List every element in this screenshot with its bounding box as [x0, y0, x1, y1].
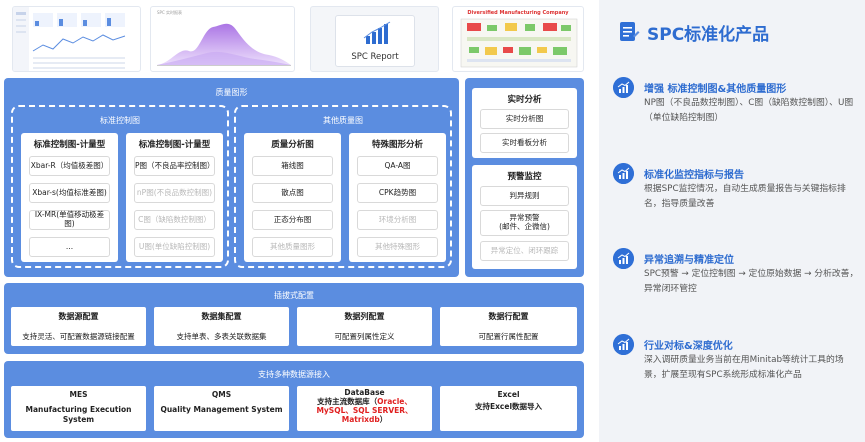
- dashboard-preview-icon: [13, 7, 126, 71]
- other-chart-title: 其他质量图: [323, 116, 363, 125]
- chart-item-u[interactable]: U图(单位缺陷控制图): [134, 237, 215, 257]
- counting-chart-column: 标准控制图-计量型 P图（不良品率控制图） nP图(不良品数控制图) C图（缺陷…: [126, 133, 223, 262]
- standard-chart-title: 标准控制图: [100, 116, 140, 125]
- product-panel: SPC标准化产品 增强 标准控制图&其他质量图形 NP图（不良品数控制图）、C图…: [599, 0, 865, 442]
- source-excel[interactable]: Excel 支持Excel数据导入: [440, 386, 577, 431]
- source-mes-name: MES: [69, 390, 88, 399]
- config-row-desc: 可配置行属性配置: [478, 332, 539, 341]
- chart-item-other-special[interactable]: 其他特殊图形: [357, 237, 438, 257]
- quality-graphs-panel: 质量图形 标准控制图 标准控制图-计量型 Xbar-R（均值极差图） Xbar-…: [4, 78, 459, 277]
- warning-item-locate[interactable]: 异常定位、闭环跟踪: [480, 241, 569, 261]
- config-column-title: 数据列配置: [344, 312, 385, 321]
- counting-column-title: 标准控制图-计量型: [138, 140, 211, 150]
- datasource-title: 支持多种数据源接入: [258, 370, 330, 379]
- metering-chart-column: 标准控制图-计量型 Xbar-R（均值极差图） Xbar-s(均值标准差图) I…: [21, 133, 118, 262]
- feature-desc: 根据SPC监控情况，自动生成质量报告与关键指标排名，指导质量改善: [644, 184, 846, 209]
- config-row[interactable]: 数据行配置 可配置行属性配置: [440, 307, 577, 346]
- feature-desc: NP图（不良品数控制图）、C图（缺陷数控制图）、U图（单位缺陷控制图）: [644, 98, 854, 123]
- config-row-title: 数据行配置: [488, 312, 529, 321]
- warning-title: 预警监控: [507, 172, 542, 182]
- source-qms[interactable]: QMS Quality Management System: [154, 386, 289, 431]
- chart-item-boxplot[interactable]: 箱线图: [252, 156, 333, 176]
- analysis-column-title: 质量分析图: [271, 140, 314, 150]
- warning-item-alert[interactable]: 异常预警 (邮件、企微信): [480, 210, 569, 236]
- thumbnail-caption: SPC 实时报表: [157, 10, 183, 15]
- source-db-name: DataBase: [344, 388, 385, 397]
- factory-layout-thumbnail: Diversified Manufacturing Company: [452, 6, 584, 72]
- config-panel: 插拔式配置 数据源配置 支持灵活、可配置数据源链接配置 数据集配置 支持单表、多…: [4, 283, 584, 354]
- source-db-desc: 支持主流数据库（Oracle、: [317, 397, 412, 406]
- config-datasource-title: 数据源配置: [58, 312, 99, 321]
- chart-item-np[interactable]: nP图(不良品数控制图): [134, 183, 215, 203]
- config-dataset[interactable]: 数据集配置 支持单表、多表关联数据集: [154, 307, 289, 346]
- chart-item-normal[interactable]: 正态分布图: [252, 210, 333, 230]
- chart-item-c[interactable]: C图（缺陷数控制图）: [134, 210, 215, 230]
- special-chart-column: 特殊图形分析 QA-A图 CPK趋势图 环境分析图 其他特殊图形: [349, 133, 446, 262]
- realtime-report-thumbnail: SPC 实时报表: [150, 6, 295, 72]
- config-datasource[interactable]: 数据源配置 支持灵活、可配置数据源链接配置: [11, 307, 146, 346]
- report-chart-icon: [363, 21, 391, 44]
- source-database[interactable]: DataBase 支持主流数据库（Oracle、 MySQL、SQL SERVE…: [297, 386, 432, 431]
- feature-title: 行业对标&深度优化: [644, 341, 733, 352]
- realtime-item-dashboard[interactable]: 实时看板分析: [480, 133, 569, 153]
- report-card: SPC Report: [335, 15, 415, 67]
- warning-monitor-box: 预警监控 判异规则 异常预警 (邮件、企微信) 异常定位、闭环跟踪: [472, 165, 577, 269]
- warning-item-rules[interactable]: 判异规则: [480, 186, 569, 206]
- feature-title: 异常追溯与精准定位: [644, 255, 734, 266]
- feature-desc: SPC预警 → 定位控制图 → 定位原始数据 → 分析改善，异常闭环管控: [644, 269, 859, 294]
- source-mes-full: Manufacturing Execution System: [25, 404, 132, 424]
- datasource-panel: 支持多种数据源接入 MES Manufacturing Execution Sy…: [4, 361, 584, 438]
- source-db-list-end: Matrixdb）: [341, 415, 388, 424]
- config-datasource-desc: 支持灵活、可配置数据源链接配置: [22, 332, 135, 341]
- source-mes[interactable]: MES Manufacturing Execution System: [11, 386, 146, 431]
- document-edit-icon: [620, 22, 640, 41]
- factory-title: Diversified Manufacturing Company: [467, 10, 569, 16]
- trend-chart-icon: [613, 334, 634, 355]
- realtime-analysis-box: 实时分析 实时分析图 实时看板分析: [472, 88, 577, 158]
- quality-graphs-title: 质量图形: [215, 88, 248, 97]
- realtime-item-chart[interactable]: 实时分析图: [480, 109, 569, 129]
- chart-item-more[interactable]: ...: [29, 237, 110, 257]
- config-column[interactable]: 数据列配置 可配置列属性定义: [297, 307, 432, 346]
- source-db-list: MySQL、SQL SERVER、: [316, 406, 413, 415]
- realtime-title: 实时分析: [507, 95, 542, 105]
- factory-map-icon: [460, 18, 578, 68]
- chart-item-other-quality[interactable]: 其他质量图形: [252, 237, 333, 257]
- chart-item-cpk[interactable]: CPK趋势图: [357, 183, 438, 203]
- spc-report-label: SPC Report: [351, 52, 399, 62]
- chart-item-qa-a[interactable]: QA-A图: [357, 156, 438, 176]
- dashboard-thumbnail: [12, 6, 141, 72]
- config-dataset-title: 数据集配置: [201, 312, 242, 321]
- source-qms-full: Quality Management System: [160, 404, 283, 414]
- chart-item-xbar-r[interactable]: Xbar-R（均值极差图）: [29, 156, 110, 176]
- trend-chart-icon: [613, 77, 634, 98]
- config-dataset-desc: 支持单表、多表关联数据集: [176, 332, 267, 341]
- area-chart-preview-icon: [157, 23, 291, 66]
- feature-desc: 深入调研质量业务当前在用Minitab等统计工具的场景，扩展至现有SPC系统形成…: [644, 355, 844, 380]
- source-excel-desc: 支持Excel数据导入: [474, 401, 543, 411]
- chart-item-xbar-s[interactable]: Xbar-s(均值标准差图): [29, 183, 110, 203]
- feature-title: 标准化监控指标与报告: [644, 170, 744, 181]
- chart-item-environment[interactable]: 环境分析图: [357, 210, 438, 230]
- chart-item-ix-mr[interactable]: IX-MR(单值移动极差图): [29, 210, 110, 230]
- realtime-panel: 实时分析 实时分析图 实时看板分析 预警监控 判异规则 异常预警 (邮件、企微信…: [465, 78, 584, 277]
- other-chart-group: 其他质量图 质量分析图 箱线图 散点图 正态分布图 其他质量图形 特殊图形分析 …: [234, 105, 452, 268]
- source-qms-name: QMS: [211, 390, 232, 399]
- metering-column-title: 标准控制图-计量型: [33, 140, 106, 150]
- trend-chart-icon: [613, 248, 634, 269]
- standard-chart-group: 标准控制图 标准控制图-计量型 Xbar-R（均值极差图） Xbar-s(均值标…: [11, 105, 229, 268]
- chart-item-p[interactable]: P图（不良品率控制图）: [134, 156, 215, 176]
- config-column-desc: 可配置列属性定义: [334, 332, 395, 341]
- trend-chart-icon: [613, 163, 634, 184]
- config-title: 插拔式配置: [274, 291, 314, 300]
- feature-title: 增强 标准控制图&其他质量图形: [644, 84, 787, 95]
- source-excel-name: Excel: [497, 390, 520, 399]
- chart-item-scatter[interactable]: 散点图: [252, 183, 333, 203]
- product-title: SPC标准化产品: [647, 25, 770, 45]
- analysis-chart-column: 质量分析图 箱线图 散点图 正态分布图 其他质量图形: [244, 133, 341, 262]
- spc-report-thumbnail: SPC Report: [310, 6, 439, 72]
- special-column-title: 特殊图形分析: [371, 140, 423, 150]
